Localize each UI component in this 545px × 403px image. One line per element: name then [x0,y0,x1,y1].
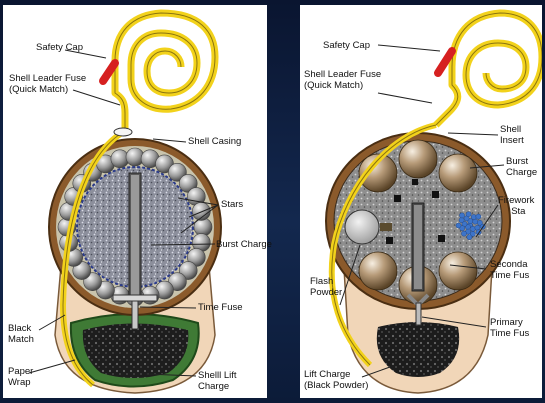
aerial-shell-diagram-left: Safety Cap Shell Leader Fuse (Quick Matc… [3,5,267,398]
blue-star-pellet [459,218,464,223]
label-burst-charge: Burst Charge [216,239,272,250]
fuse-tie [114,128,132,136]
label-shell-insert: Shell Insert [500,124,524,146]
blue-star-pellet [476,214,481,219]
label-lift-charge: Lift Charge (Black Powder) [304,369,368,391]
label-safety-cap: Safety Cap [36,42,83,53]
blue-star-pellet [459,213,464,218]
firework-star-shell [399,140,437,178]
label-paper-wrap: Paper Wrap [8,366,33,388]
time-fuse-base [113,295,157,301]
blue-star-pellet [466,212,471,217]
time-fuse-stem [132,301,138,329]
primary-fuse-stem [416,303,421,325]
label-firework-stars: Firework Sta [498,195,534,217]
label-primary-time-fuse: Primary Time Fus [490,317,529,339]
firework-star-shell [439,252,477,290]
fuse-coil [115,13,215,131]
label-shell-casing: Shell Casing [188,136,241,147]
label-flash-powder: Flash Powder [310,276,342,298]
blue-star-pellet [456,223,461,228]
blue-star-pellet [471,214,476,219]
label-lift-charge: Shelll Lift Charge [198,370,237,392]
firework-star-shell [439,154,477,192]
label-safety-cap: Safety Cap [323,40,370,51]
flash-powder-shell [345,210,379,244]
label-secondary-time-fuse: Seconda Time Fus [490,259,529,281]
label-time-fuse: Time Fuse [198,302,243,313]
time-fuse-core [131,175,139,295]
blue-star-pellet [461,231,466,236]
label-burst-charge: Burst Charge [506,156,537,178]
label-black-match: Black Match [8,323,34,345]
flash-fuse [380,223,392,231]
label-stars: Stars [221,199,243,210]
time-fuse-core [414,205,422,289]
blue-star-pellet [467,235,472,240]
label-shell-leader-fuse: Shell Leader Fuse (Quick Match) [304,69,381,91]
label-shell-leader-fuse: Shell Leader Fuse (Quick Match) [9,73,86,95]
firework-star-shell [359,252,397,290]
aerial-shell-diagram-right: Safety Cap Shell Leader Fuse (Quick Matc… [300,5,542,398]
